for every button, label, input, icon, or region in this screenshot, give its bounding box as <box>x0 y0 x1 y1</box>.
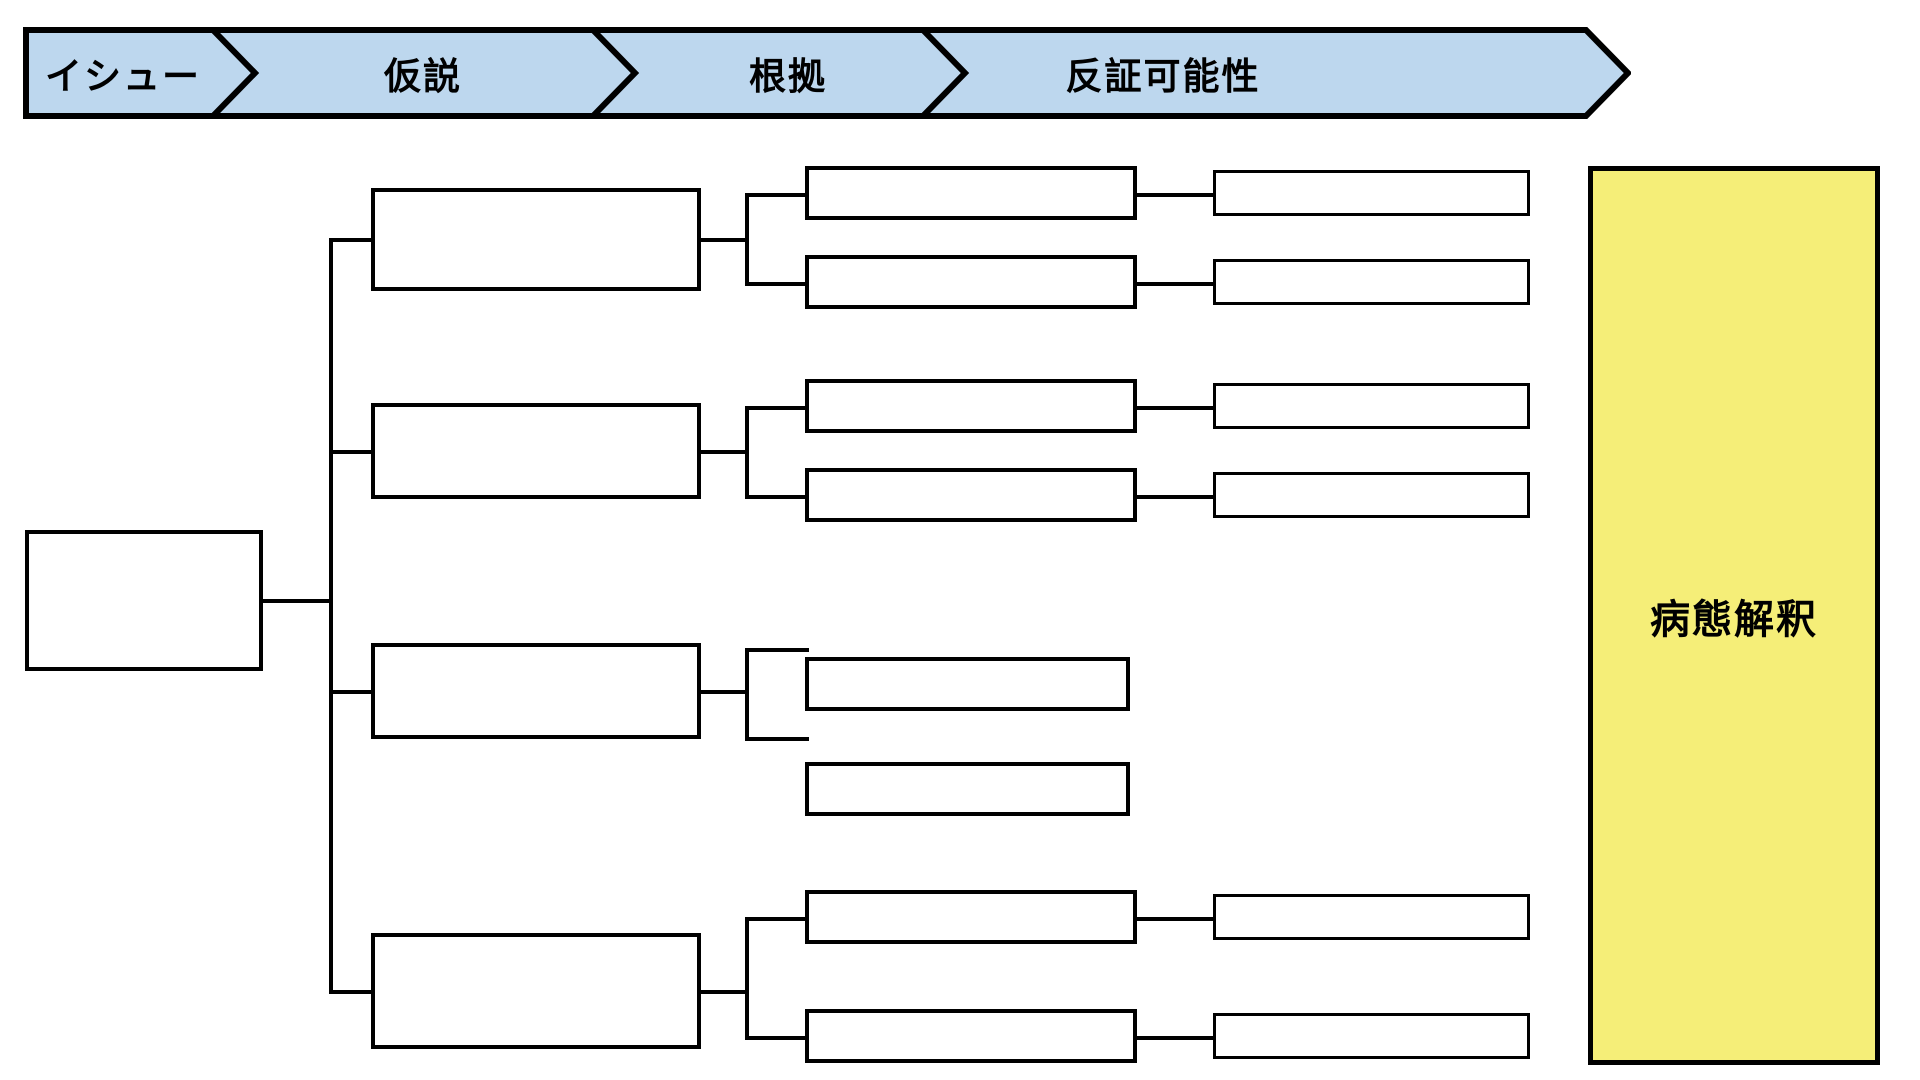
falsifiability-box-4-2[interactable] <box>1213 1013 1530 1059</box>
connector-trunk-vertical <box>329 238 333 992</box>
connector-hypothesis-2-stem <box>697 450 749 454</box>
chevron-separator-2 <box>590 27 640 119</box>
stage-label-falsifiability: 反証可能性 <box>1065 56 1261 97</box>
connector-evidence-2-2-to-falsifiability <box>1134 495 1216 499</box>
falsifiability-box-4-1[interactable] <box>1213 894 1530 940</box>
hypothesis-box-1[interactable] <box>371 188 701 291</box>
connector-issue-to-trunk <box>260 599 333 603</box>
connector-hypothesis-1-to-evidence-1 <box>745 193 809 197</box>
connector-trunk-to-hypothesis-2 <box>329 450 374 454</box>
connector-trunk-to-hypothesis-4 <box>329 990 374 994</box>
hypothesis-box-4[interactable] <box>371 933 701 1049</box>
stage-label-evidence: 根拠 <box>749 56 827 97</box>
falsifiability-box-1-1[interactable] <box>1213 170 1530 216</box>
connector-hypothesis-3-to-evidence-1 <box>745 648 809 652</box>
falsifiability-box-2-2[interactable] <box>1213 472 1530 518</box>
connector-hypothesis-3-fan <box>745 648 749 741</box>
evidence-box-1-1[interactable] <box>805 166 1137 220</box>
evidence-box-1-2[interactable] <box>805 255 1137 309</box>
connector-hypothesis-1-to-evidence-2 <box>745 282 809 286</box>
connector-hypothesis-1-fan <box>745 193 749 286</box>
chevron-separator-3 <box>920 27 970 119</box>
connector-evidence-4-1-to-falsifiability <box>1134 917 1216 921</box>
evidence-box-2-1[interactable] <box>805 379 1137 433</box>
connector-hypothesis-4-to-evidence-1 <box>745 917 809 921</box>
process-stages-banner: イシュー 仮説 根拠 反証可能性 <box>23 27 1631 119</box>
issue-box[interactable] <box>25 530 263 671</box>
connector-hypothesis-3-stem <box>697 690 749 694</box>
chevron-separator-1 <box>210 27 260 119</box>
evidence-box-4-2[interactable] <box>805 1009 1137 1063</box>
connector-hypothesis-3-to-evidence-2 <box>745 737 809 741</box>
connector-trunk-to-hypothesis-1 <box>329 238 374 242</box>
falsifiability-box-2-1[interactable] <box>1213 383 1530 429</box>
evidence-box-3-2[interactable] <box>805 762 1130 816</box>
connector-trunk-to-hypothesis-3 <box>329 690 374 694</box>
connector-hypothesis-2-to-evidence-1 <box>745 406 809 410</box>
hypothesis-box-2[interactable] <box>371 403 701 499</box>
connector-evidence-1-1-to-falsifiability <box>1134 193 1216 197</box>
conclusion-label: 病態解釈 <box>1650 597 1818 642</box>
connector-hypothesis-4-fan <box>745 917 749 1039</box>
hypothesis-box-3[interactable] <box>371 643 701 739</box>
conclusion-panel[interactable]: 病態解釈 <box>1588 166 1880 1065</box>
connector-evidence-2-1-to-falsifiability <box>1134 406 1216 410</box>
stage-label-issue: イシュー <box>45 56 201 97</box>
stage-label-hypothesis: 仮説 <box>384 56 462 97</box>
connector-hypothesis-2-to-evidence-2 <box>745 495 809 499</box>
connector-evidence-4-2-to-falsifiability <box>1134 1036 1216 1040</box>
evidence-box-3-1[interactable] <box>805 657 1130 711</box>
connector-hypothesis-1-stem <box>697 238 749 242</box>
connector-evidence-1-2-to-falsifiability <box>1134 282 1216 286</box>
connector-hypothesis-2-fan <box>745 406 749 499</box>
evidence-box-4-1[interactable] <box>805 890 1137 944</box>
falsifiability-box-1-2[interactable] <box>1213 259 1530 305</box>
banner-body <box>23 27 1631 119</box>
connector-hypothesis-4-stem <box>697 990 749 994</box>
connector-hypothesis-4-to-evidence-2 <box>745 1036 809 1040</box>
evidence-box-2-2[interactable] <box>805 468 1137 522</box>
